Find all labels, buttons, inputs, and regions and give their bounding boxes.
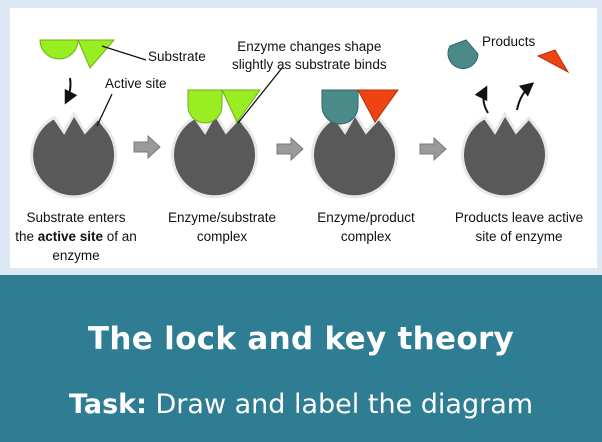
- caption-step-1-line-2: the active site of an: [6, 227, 146, 246]
- products-label: Products: [482, 34, 536, 49]
- bound-product-red: [357, 89, 399, 123]
- enzyme-changes-label-line: [237, 67, 283, 124]
- enzyme-3: [311, 111, 398, 199]
- released-product-red: [536, 49, 570, 74]
- bound-substrate-triangle: [221, 89, 261, 123]
- caption-step-4: Products leave active site of enzyme: [440, 208, 598, 246]
- enzyme-changes-label-line-2: slightly as substrate binds: [232, 57, 387, 72]
- bound-substrate-semicircle: [187, 89, 223, 124]
- active-site-label-line: [96, 93, 113, 127]
- caption-step-2-line-2: complex: [196, 229, 248, 244]
- task-text: Draw and label the diagram: [155, 389, 534, 420]
- enzyme-changes-label-line-1: Enzyme changes shape: [237, 39, 382, 54]
- caption-step-3-line-1: Enzyme/product: [317, 210, 415, 225]
- caption-step-1-active-site: active site: [37, 229, 104, 244]
- caption-step-1: Substrate enters the active site of an e…: [6, 208, 146, 265]
- substrate-label-line: [101, 45, 147, 61]
- enzyme-4: [461, 111, 548, 199]
- caption-step-3-line-2: complex: [340, 229, 392, 244]
- enzyme-1: [30, 111, 118, 199]
- process-arrow-3: [419, 136, 447, 162]
- caption-step-3: Enzyme/product complex: [296, 208, 436, 246]
- caption-step-4-line-2: site of enzyme: [475, 229, 563, 244]
- process-arrow-1: [133, 134, 161, 160]
- task-label: Task:: [68, 389, 147, 420]
- caption-step-1-the: the: [15, 229, 38, 244]
- bound-product-teal: [321, 89, 359, 125]
- title-banner: The lock and key theory Task: Draw and l…: [0, 275, 602, 442]
- product-release-arrow-right: [516, 82, 535, 111]
- substrate-triangle: [77, 39, 116, 69]
- active-site-label: Active site: [105, 76, 167, 91]
- enzyme-2: [171, 111, 258, 199]
- caption-step-4-line-1: Products leave active: [454, 210, 584, 225]
- released-product-teal: [447, 39, 479, 69]
- caption-step-2-line-1: Enzyme/substrate: [167, 210, 277, 225]
- bound-products: [321, 89, 399, 125]
- task-line: Task: Draw and label the diagram: [0, 389, 602, 420]
- caption-step-1-line-1: Substrate enters: [26, 210, 126, 225]
- product-release-arrow-left: [474, 85, 489, 114]
- substrate-label: Substrate: [148, 49, 206, 64]
- caption-step-1-line-3: enzyme: [52, 248, 100, 263]
- substrate-semicircle: [39, 39, 79, 60]
- substrate-enters-arrow: [64, 77, 78, 105]
- substrate-free: [39, 39, 116, 69]
- bound-substrate: [187, 89, 261, 124]
- diagram-panel: Substrate Active site Enzyme changes sha…: [10, 8, 597, 268]
- caption-step-1-of-an: of an: [103, 229, 137, 244]
- lock-and-key-diagram: [30, 39, 570, 199]
- process-arrow-2: [276, 136, 304, 162]
- banner-title: The lock and key theory: [87, 321, 515, 357]
- caption-step-2: Enzyme/substrate complex: [152, 208, 292, 246]
- enzyme-changes-label: Enzyme changes shape slightly as substra…: [232, 38, 387, 74]
